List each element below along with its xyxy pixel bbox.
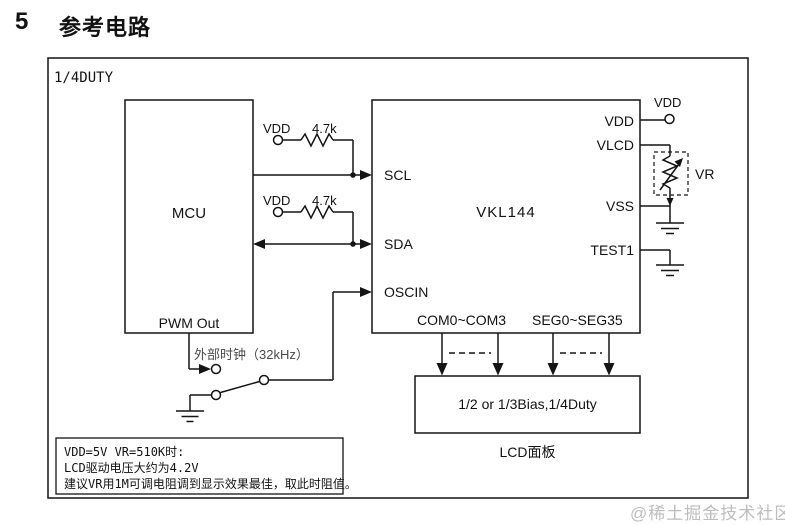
pin-seg-label: SEG0~SEG35: [532, 312, 623, 328]
resistor-scl: [300, 132, 334, 148]
pin-vlcd-label: VLCD: [596, 137, 634, 153]
seg-arrowhead-1-icon: [547, 363, 559, 376]
pin-com-label: COM0~COM3: [417, 312, 507, 328]
pin-vss-label: VSS: [605, 198, 634, 214]
scl-net: [253, 132, 362, 178]
seg-arrowhead-2-icon: [603, 363, 615, 376]
vdd-terminal-sda: [272, 206, 284, 218]
vlcd-vr-net: [640, 144, 689, 206]
pullup-scl-vdd-label: VDD: [263, 121, 291, 136]
external-clock-label: 外部时钟（32kHz）: [194, 347, 309, 362]
oscin-arrowhead-icon: [360, 287, 372, 297]
lcd-bias-label: 1/2 or 1/3Bias,1/4Duty: [458, 396, 597, 412]
lcd-panel-label: LCD面板: [499, 444, 556, 460]
duty-label: 1/4DUTY: [54, 70, 114, 86]
vr-box: [653, 151, 689, 196]
oscin-net: [268, 291, 362, 381]
resistor-sda: [300, 204, 334, 220]
switch-blade: [220, 380, 260, 394]
pin-scl-label: SCL: [384, 167, 412, 183]
sda-net: [264, 204, 362, 247]
pin-oscin-label: OSCIN: [384, 284, 429, 300]
sda-left-arrowhead-icon: [253, 239, 265, 249]
pullup-scl-value-label: 4.7k: [312, 121, 337, 136]
section-title: 参考电路: [59, 15, 152, 40]
vss-net: [640, 198, 684, 235]
com-arrowhead-1-icon: [436, 363, 448, 376]
section-number: 5: [15, 8, 29, 35]
vr-resistor: [661, 155, 679, 189]
mcu-label: MCU: [171, 205, 207, 222]
pullup-sda-value-label: 4.7k: [312, 193, 337, 208]
mcu-pwm-out-label: PWM Out: [158, 315, 220, 331]
com-arrowhead-2-icon: [492, 363, 504, 376]
note-line-1: VDD=5V VR=510K时:: [64, 445, 185, 459]
note-line-3: 建议VR用1M可调电阻调到显示效果最佳，取此时阻值。: [64, 477, 357, 491]
vr-label: VR: [695, 166, 715, 182]
pin-sda-label: SDA: [384, 236, 413, 252]
vdd-supply-net: [640, 113, 675, 125]
pullup-sda-vdd-label: VDD: [263, 193, 291, 208]
pwm-arrowhead-icon: [199, 364, 211, 374]
lcd-bus-lines: [441, 333, 610, 364]
vdd-supply-label: VDD: [654, 95, 682, 110]
vr-arrowhead: [674, 158, 683, 167]
watermark: @稀土掘金技术社区: [630, 504, 785, 523]
note-box: [55, 437, 344, 495]
lcd-panel-block: [414, 375, 641, 434]
vkl144-block: [371, 99, 641, 334]
vdd-supply-terminal: [664, 113, 675, 125]
pin-vdd-label: VDD: [604, 113, 634, 129]
diagram-frame: [47, 57, 749, 499]
pin-test1-label: TEST1: [590, 242, 634, 258]
vdd-terminal-scl: [272, 134, 284, 146]
clock-switch: [176, 333, 270, 423]
scl-arrowhead-icon: [360, 170, 372, 180]
chip-label: VKL144: [476, 204, 536, 221]
sda-right-arrowhead-icon: [360, 239, 372, 249]
test1-net: [640, 249, 684, 277]
note-line-2: LCD驱动电压大约为4.2V: [64, 461, 199, 475]
